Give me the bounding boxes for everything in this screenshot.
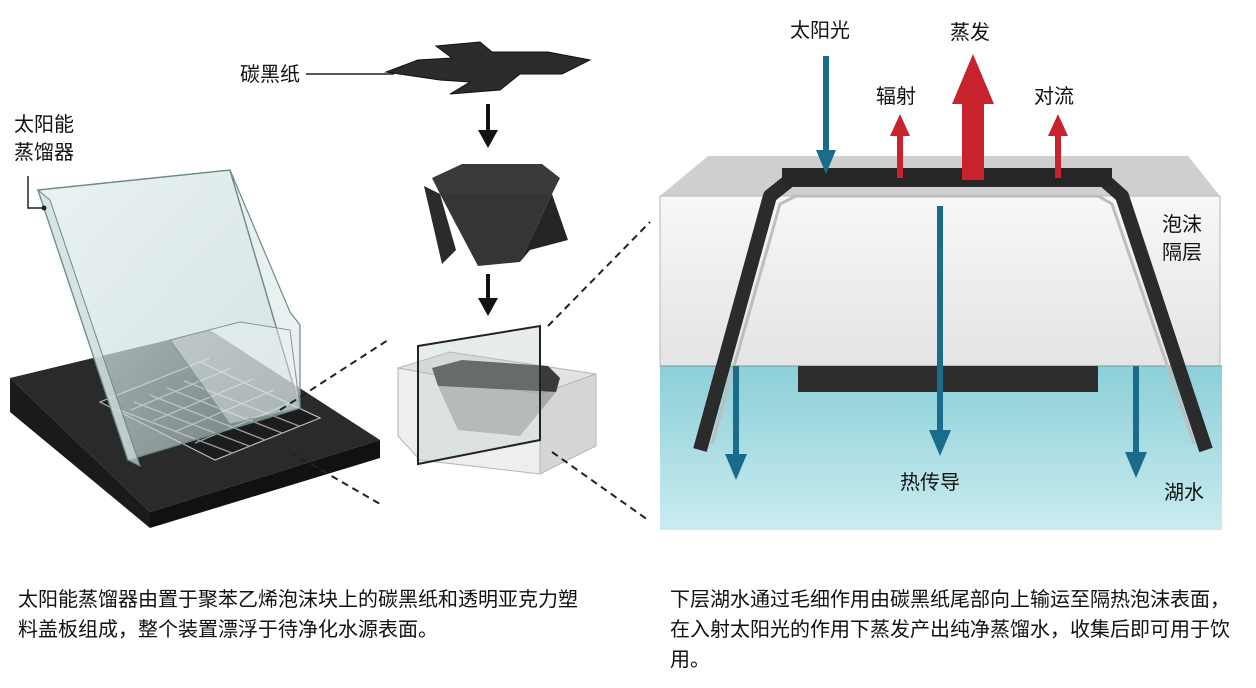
sunlight-arrow [816,56,836,174]
acrylic-cover-side [229,169,301,409]
zoom-line-2 [289,451,381,505]
carbon-top-layer [782,168,1112,186]
acrylic-cover-left [36,188,141,467]
carbon-paper-cross [384,41,592,95]
cross-section [659,54,1222,530]
caption-right: 下层湖水通过毛细作用由碳黑纸尾部向上输运至隔热泡沫表面，在入射太阳光的作用下蒸发… [670,587,1230,671]
solar-still-device [10,169,389,528]
zoom-line-3 [547,221,651,327]
evaporation-arrow [952,54,994,180]
convection-arrow [1048,114,1068,178]
label-solar-still: 太阳能 蒸馏器 [14,112,74,164]
caption-left: 太阳能蒸馏器由置于聚苯乙烯泡沫块上的碳黑纸和透明亚克力塑料盖板组成，整个装置漂浮… [18,587,578,641]
zoom-line-1 [279,339,389,411]
foam-block-assembly [397,324,597,475]
label-convection: 对流 [1034,84,1074,108]
label-carbon-paper: 碳黑纸 [240,62,300,86]
solar-still-pointer [27,176,44,209]
label-foam-layer: 泡沫 隔层 [1162,212,1202,264]
heat-arrow-left [725,366,747,480]
foam-bottom-strip [798,366,1098,392]
label-sunlight: 太阳光 [790,18,850,42]
folded-carbon-paper [424,164,568,266]
foam-base-side-right [150,440,380,528]
label-heat-conduction: 热传导 [900,470,960,494]
acrylic-inner-panel [169,321,301,425]
foam-base-side-left [10,378,150,528]
heat-arrow-right [1125,366,1147,478]
heat-conduction-arrow [929,206,951,456]
label-evaporation: 蒸发 [950,20,990,44]
label-radiation: 辐射 [876,84,916,108]
diagram-graphics [10,41,1222,530]
assembly-arrow-1 [478,104,498,148]
label-lake-water: 湖水 [1164,480,1204,504]
acrylic-plate [417,324,541,466]
assembly-arrow-2 [478,274,498,316]
assembly-steps [306,41,651,521]
zoom-line-4 [551,451,649,521]
radiation-arrow [890,114,910,178]
